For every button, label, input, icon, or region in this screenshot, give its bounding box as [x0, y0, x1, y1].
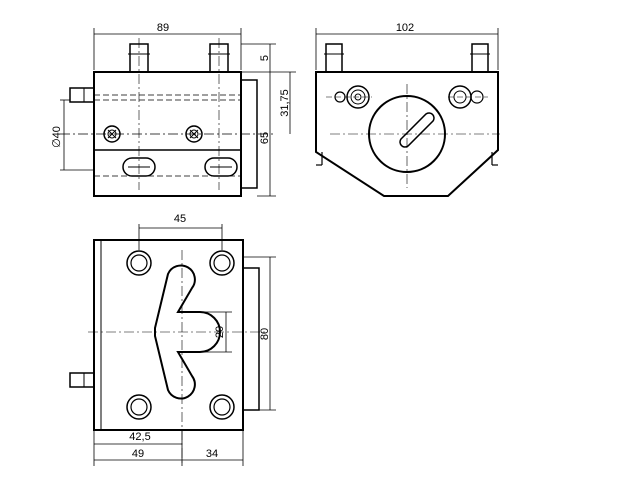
dim-side-width: 102 — [396, 22, 414, 34]
top-hole-tr — [209, 250, 235, 276]
side-view — [315, 43, 500, 197]
side-keyway — [399, 112, 435, 148]
dim-front-center: 31,75 — [279, 89, 291, 117]
dim-front-width: 89 — [157, 22, 169, 34]
side-dimensions — [315, 28, 499, 70]
dim-front-top-pin: 5 — [259, 55, 271, 61]
front-slot-right — [204, 157, 238, 177]
top-side-plate — [242, 267, 260, 411]
top-dimensions — [93, 227, 276, 466]
dim-top-right-width: 34 — [206, 448, 218, 460]
top-cam-slot — [154, 264, 221, 400]
front-shaft — [69, 87, 95, 103]
top-shaft — [69, 372, 95, 388]
front-view — [60, 38, 275, 197]
dim-front-diameter: ∅40 — [51, 126, 63, 148]
dim-front-height: 65 — [259, 132, 271, 144]
front-slot-left — [122, 157, 156, 177]
front-dimensions — [60, 28, 296, 197]
front-screw-right — [185, 125, 203, 143]
dim-top-height: 80 — [259, 328, 271, 340]
side-body — [315, 71, 499, 197]
dim-top-hole-spacing: 45 — [174, 213, 186, 225]
top-view — [69, 224, 268, 464]
top-hole-br — [209, 394, 235, 420]
dim-top-slot-width: 20 — [214, 326, 226, 338]
side-pin-right — [471, 43, 489, 73]
side-pin-left — [325, 43, 343, 73]
dim-top-left-width: 49 — [132, 448, 144, 460]
top-hole-tl — [126, 250, 152, 276]
front-screw-left — [103, 125, 121, 143]
top-hole-bl — [126, 394, 152, 420]
dim-top-offset: 42,5 — [129, 431, 150, 443]
